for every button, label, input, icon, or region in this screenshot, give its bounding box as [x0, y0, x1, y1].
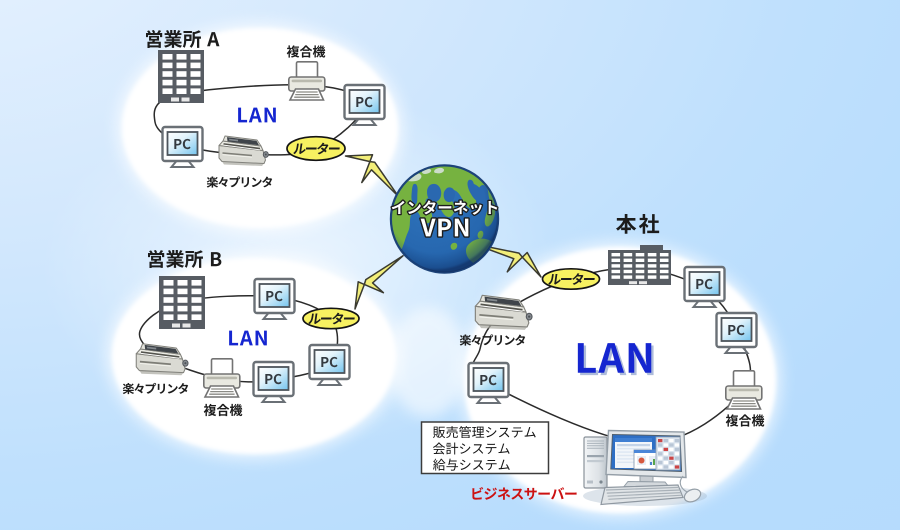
- office-b-pc-1-icon: [253, 277, 296, 320]
- hq-pc-1-icon: [683, 265, 726, 308]
- hq-mfp-icon: [725, 370, 763, 410]
- office-a-printer-icon: [218, 135, 269, 166]
- office-b-pc-3-icon: [252, 360, 295, 403]
- office-a-mfp-icon: [288, 61, 326, 101]
- hq-pc-3-icon: [467, 361, 510, 404]
- office-a-building-icon: [158, 50, 204, 103]
- bolt-hq: [473, 243, 542, 278]
- hq-business-server-icon: [583, 429, 707, 506]
- office-a-pc-1-icon: [343, 83, 386, 126]
- hq-building-icon: [608, 245, 671, 285]
- hq-printer-icon: [474, 294, 533, 330]
- office-b-pc-2-icon: [308, 343, 351, 386]
- bolt-office-a: [344, 154, 400, 198]
- hq-title-glyphs: [615, 213, 660, 234]
- office-a-pc-2-icon: [161, 125, 204, 168]
- bolt-office-b: [354, 255, 404, 310]
- office-b-mfp-icon: [203, 358, 241, 398]
- office-b-building-icon: [159, 276, 205, 329]
- hq-pc-2-icon: [715, 311, 758, 354]
- office-b-printer-icon: [135, 343, 189, 376]
- vpn-bolts: [344, 154, 542, 310]
